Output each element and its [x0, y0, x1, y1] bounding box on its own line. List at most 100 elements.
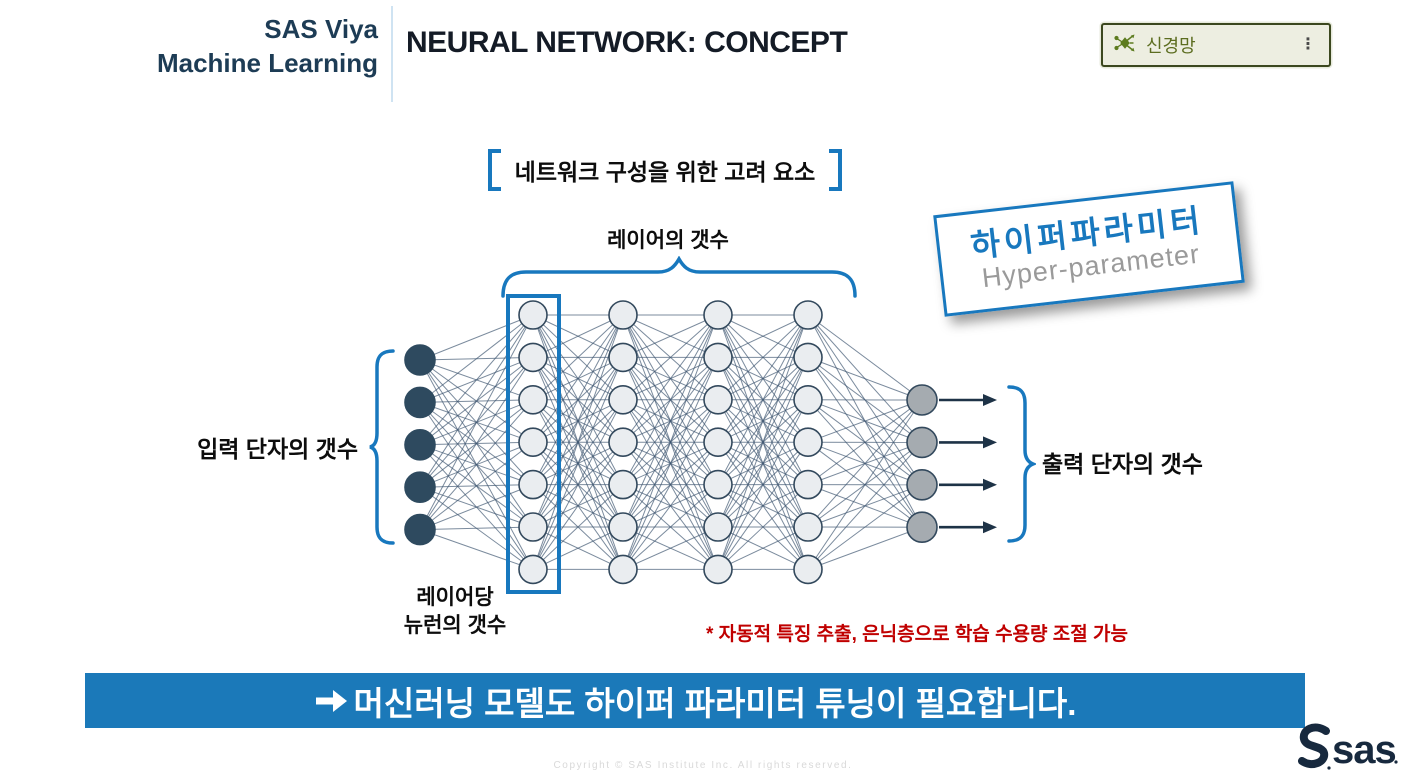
network-node-hidden-4 [793, 554, 823, 585]
network-node-hidden-3 [703, 512, 733, 542]
network-node-hidden-3 [703, 384, 733, 415]
network-connection [419, 399, 534, 530]
network-connection [532, 314, 624, 528]
network-connection [419, 529, 534, 570]
brand-line2: Machine Learning [156, 48, 378, 79]
network-connection [532, 441, 624, 570]
output-arrow-head [983, 521, 997, 534]
network-node-hidden-1 [518, 300, 548, 330]
network-node-hidden-2 [608, 384, 638, 415]
network-connection [622, 314, 719, 528]
network-node-output [906, 511, 938, 544]
network-connection [807, 399, 923, 486]
network-connection [717, 314, 809, 401]
copyright-text: Copyright © SAS Institute Inc. All right… [553, 760, 853, 771]
right-bracket-icon [829, 149, 843, 191]
network-node-input [404, 344, 436, 376]
network-connection [532, 314, 624, 358]
network-node-output [906, 384, 938, 416]
network-connection [717, 314, 809, 358]
header-divider [391, 6, 393, 102]
network-connection [622, 526, 719, 570]
network-node-hidden-4 [793, 300, 823, 330]
network-connection [717, 399, 809, 570]
network-connection [532, 314, 624, 443]
network-node-hidden-2 [608, 342, 638, 373]
network-node-hidden-1 [518, 384, 548, 415]
network-connection [717, 314, 809, 528]
network-node-hidden-1 [518, 427, 548, 458]
network-node-hidden-2 [608, 300, 638, 330]
network-connection [532, 314, 624, 570]
network-connection [622, 314, 719, 570]
network-connection [419, 526, 534, 531]
network-node-hidden-4 [793, 469, 823, 500]
banner-text: 머신러닝 모델도 하이퍼 파라미터 튜닝이 필요합니다. [353, 684, 1077, 722]
network-node-hidden-4 [793, 384, 823, 415]
network-node-hidden-4 [793, 342, 823, 373]
network-node-hidden-3 [703, 300, 733, 330]
network-connection [419, 484, 534, 531]
network-connection [717, 314, 809, 443]
output-arrow-head [983, 478, 997, 491]
network-node-output [906, 468, 938, 501]
network-connection [717, 314, 809, 570]
network-connection [532, 314, 624, 485]
network-node-hidden-3 [703, 554, 733, 585]
network-connection [807, 356, 923, 401]
output-count-label: 출력 단자의 갯수 [1042, 451, 1203, 477]
network-connection [532, 484, 624, 570]
network-connection [717, 441, 809, 570]
right-arrow-icon [315, 689, 347, 712]
neurons-per-layer-label: 레이어당 뉴런의 갯수 [360, 584, 550, 641]
sas-swirl-mark [1298, 723, 1330, 768]
network-node-input [404, 513, 436, 546]
sas-logo-text: sas [1332, 728, 1396, 772]
network-connection [419, 441, 534, 530]
output-brace [1007, 385, 1036, 543]
network-connection [717, 314, 809, 485]
network-connection [807, 484, 923, 570]
conclusion-banner: 머신러닝 모델도 하이퍼 파라미터 튜닝이 필요합니다. [85, 673, 1305, 728]
network-connection [807, 442, 923, 570]
neural-network-node-icon [1113, 31, 1137, 60]
output-arrow-head [983, 436, 997, 449]
network-connection [622, 314, 719, 358]
network-connection [622, 314, 719, 443]
brand-title: SAS Viya Machine Learning [40, 12, 378, 81]
network-node-output [906, 426, 938, 459]
network-node-hidden-2 [608, 469, 638, 500]
output-arrow-head [983, 394, 997, 406]
neural-network-node-badge[interactable]: 신경망 ⋮ [1101, 23, 1331, 67]
network-connection [717, 484, 809, 570]
network-node-hidden-2 [608, 427, 638, 458]
input-brace [369, 349, 395, 545]
network-connection [532, 314, 624, 401]
neurons-label-line2: 뉴런의 갯수 [403, 614, 507, 638]
network-connection [419, 314, 534, 446]
network-connection [622, 314, 719, 401]
network-connection [419, 314, 534, 403]
network-connection [419, 314, 534, 488]
network-node-hidden-4 [793, 512, 823, 542]
network-connection [807, 526, 923, 570]
network-connection [807, 399, 923, 528]
network-connection [622, 484, 719, 570]
network-node-hidden-3 [703, 469, 733, 500]
network-node-hidden-3 [703, 342, 733, 373]
kebab-menu-icon[interactable]: ⋮ [1300, 36, 1316, 53]
network-connection [717, 357, 809, 570]
network-node-hidden-1 [518, 554, 548, 585]
network-node-input [404, 386, 436, 419]
network-node-input [404, 471, 436, 504]
network-connection [532, 526, 624, 570]
network-node-hidden-2 [608, 512, 638, 542]
network-node-hidden-1 [518, 469, 548, 500]
network-node-hidden-2 [608, 554, 638, 585]
network-connection [807, 399, 923, 443]
input-count-label: 입력 단자의 갯수 [197, 436, 358, 462]
brand-line1: SAS Viya [264, 14, 378, 44]
concept-heading: 네트워크 구성을 위한 고려 요소 [455, 148, 875, 192]
